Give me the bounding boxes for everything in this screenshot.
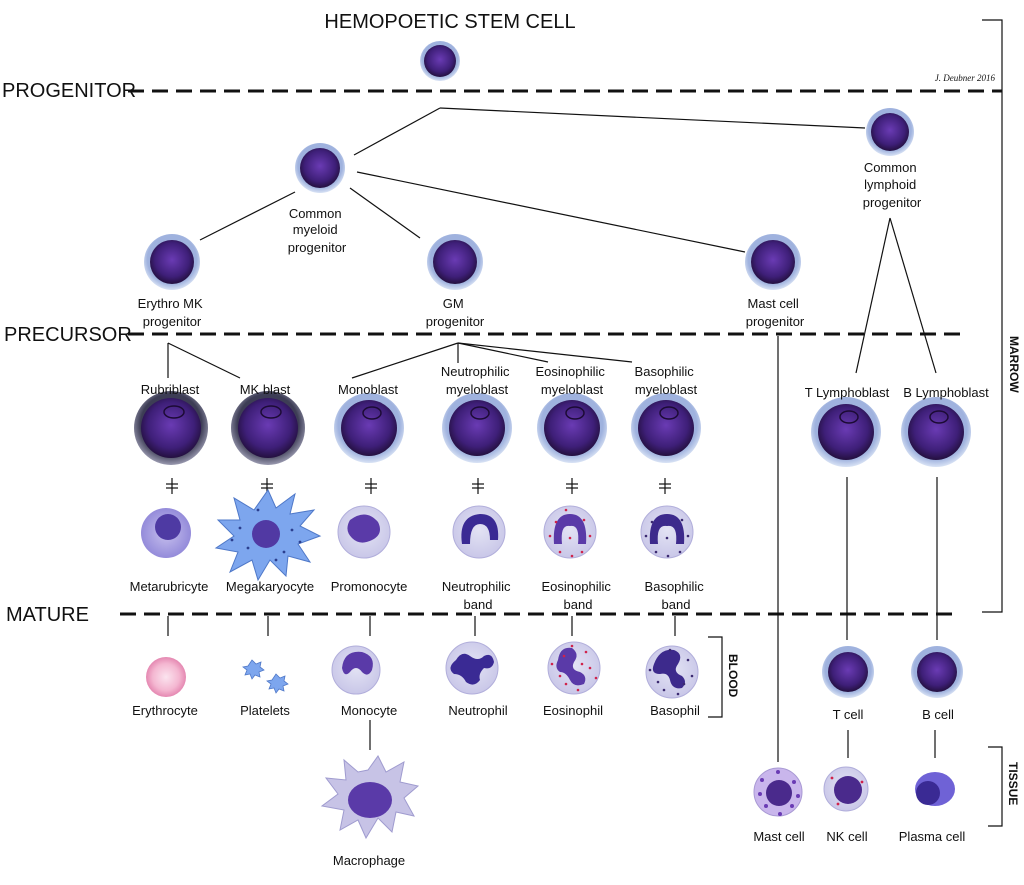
label-megakaryocyte: Megakaryocyte [226, 579, 314, 594]
label-plasma-cell: Plasma cell [899, 829, 966, 844]
label-mk-blast: MK blast [240, 382, 291, 397]
label-common-lymphoid-progenitor: Common lymphoid progenitor [863, 160, 922, 210]
label-platelets: Platelets [240, 703, 290, 718]
stem-cell [420, 41, 460, 81]
neutrophil-cell [445, 641, 499, 695]
neutrophilic-band-cell [452, 505, 506, 559]
label-b-cell: B cell [922, 707, 954, 722]
label-eosinophil: Eosinophil [543, 703, 603, 718]
label-nk-cell: NK cell [826, 829, 867, 844]
label-neutrophilic-myeloblast: Neutrophilic myeloblast [441, 364, 513, 397]
macrophage-cell [320, 755, 420, 840]
stage-label-progenitor: PROGENITOR [2, 80, 136, 102]
label-macrophage: Macrophage [333, 853, 405, 868]
nk-cell-cell [823, 766, 869, 812]
neutrophilic-myeloblast-cell [442, 393, 512, 463]
t-cell-cell [822, 646, 874, 698]
mk-blast-cell [231, 391, 305, 465]
label-basophilic-band: Basophilic band [645, 579, 708, 612]
label-neutrophil: Neutrophil [448, 703, 507, 718]
label-erythro-mk-progenitor: Erythro MK progenitor [138, 296, 207, 329]
common-myeloid-progenitor-cell [295, 143, 345, 193]
marrow-bracket [982, 19, 1003, 613]
promonocyte-cell [337, 505, 391, 559]
credit: J. Deubner 2016 [935, 73, 996, 83]
rubriblast-cell [134, 391, 208, 465]
monocyte-cell [331, 645, 381, 695]
plasma-cell-cell [915, 772, 955, 806]
label-erythrocyte: Erythrocyte [132, 703, 198, 718]
label-promonocyte: Promonocyte [331, 579, 408, 594]
maturation-arrows [166, 478, 671, 494]
b-lymphoblast-cell [901, 397, 971, 467]
label-common-myeloid-progenitor: Common myeloid progenitor [288, 206, 347, 255]
label-b-lymphoblast: B Lymphoblast [903, 385, 989, 400]
platelets-cells [242, 659, 289, 694]
eosinophilic-band-cell [543, 505, 597, 559]
label-monocyte: Monocyte [341, 703, 397, 718]
eosinophil-cell [547, 641, 601, 695]
label-gm-progenitor: GM progenitor [426, 296, 485, 329]
label-basophilic-myeloblast: Basophilic myeloblast [635, 364, 698, 397]
blood-bracket [708, 636, 723, 718]
mast-cell-cell [753, 767, 803, 817]
eosinophilic-myeloblast-cell [537, 393, 607, 463]
label-rubriblast: Rubriblast [141, 382, 200, 397]
erythro-mk-progenitor-cell [144, 234, 200, 290]
lineage-connectors [167, 107, 938, 762]
basophil-cell [645, 645, 699, 699]
common-lymphoid-progenitor-cell [866, 108, 914, 156]
label-eosinophilic-myeloblast: Eosinophilic myeloblast [536, 364, 609, 397]
label-t-cell: T cell [833, 707, 864, 722]
label-mast-cell: Mast cell [753, 829, 804, 844]
basophilic-myeloblast-cell [631, 393, 701, 463]
section-label-tissue: TISSUE [1006, 762, 1020, 805]
label-eosinophilic-band: Eosinophilic band [542, 579, 615, 612]
label-monoblast: Monoblast [338, 382, 398, 397]
erythrocyte-cell [146, 657, 186, 697]
b-cell-cell [911, 646, 963, 698]
label-mast-cell-progenitor: Mast cell progenitor [746, 296, 805, 329]
t-lymphoblast-cell [811, 397, 881, 467]
metarubricyte-cell [141, 508, 191, 558]
tissue-bracket [988, 746, 1003, 827]
gm-progenitor-cell [427, 234, 483, 290]
label-neutrophilic-band: Neutrophilic band [442, 579, 514, 612]
basophilic-band-cell [640, 505, 694, 559]
label-metarubricyte: Metarubricyte [130, 579, 209, 594]
mast-cell-progenitor-cell [745, 234, 801, 290]
label-basophil: Basophil [650, 703, 700, 718]
megakaryocyte-cell [214, 488, 322, 582]
stage-label-precursor: PRECURSOR [4, 324, 132, 346]
section-label-blood: BLOOD [726, 654, 740, 698]
stage-label-mature: MATURE [6, 604, 89, 626]
label-t-lymphoblast: T Lymphoblast [805, 385, 890, 400]
diagram-title: HEMOPOETIC STEM CELL [324, 11, 575, 33]
section-label-marrow: MARROW [1007, 336, 1021, 393]
monoblast-cell [334, 393, 404, 463]
